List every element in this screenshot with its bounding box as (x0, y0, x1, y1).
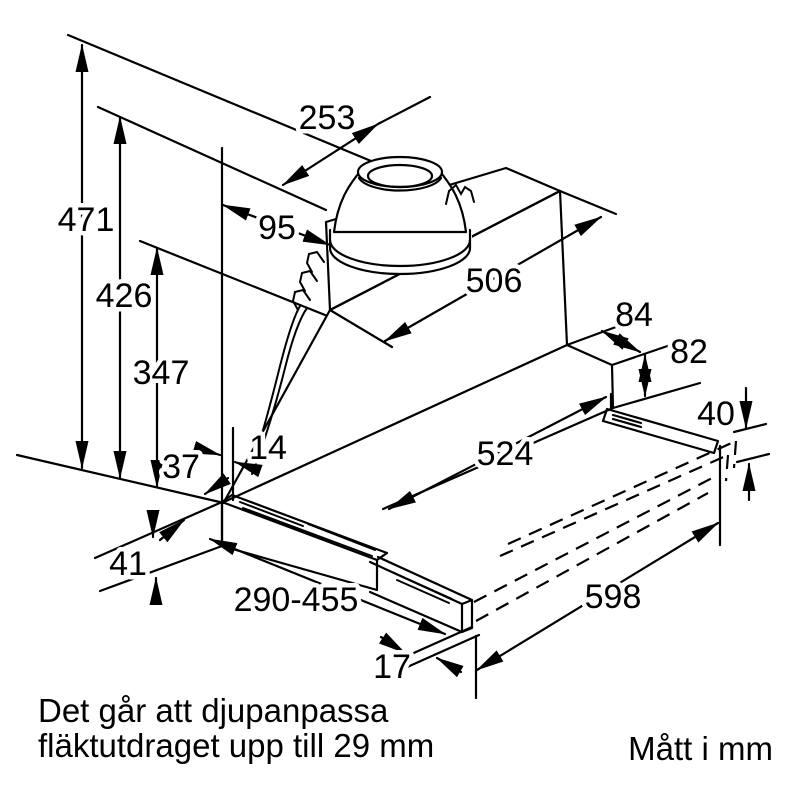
dim-506-line (383, 215, 603, 343)
dim-label-598: 598 (585, 578, 642, 616)
dim-17-arrow-upper (378, 632, 407, 655)
ext-line-body-bottom (15, 453, 226, 505)
dimension-lines (75, 43, 756, 678)
dim-290-455-line (208, 537, 447, 636)
clip-left-3 (291, 288, 311, 311)
cabinet-dashed-outline (473, 439, 738, 622)
dim-label-290-455: 290-455 (234, 581, 359, 619)
dim-label-84: 84 (615, 296, 653, 334)
dim-598-line (475, 521, 720, 672)
drawer-strip-end (376, 555, 474, 634)
cabinet-dash-right-end (724, 440, 738, 482)
cabinet-dash-top-back (507, 439, 737, 546)
clip-left-2 (298, 269, 318, 292)
dim-14-arrow-right (233, 460, 263, 478)
dim-84-line (600, 329, 642, 354)
cabinet-dash-top-front (499, 453, 729, 558)
drawer-bar-front (220, 500, 379, 592)
dim-95-line (221, 203, 332, 247)
hood-body (222, 166, 720, 511)
collar-base-fill (328, 226, 472, 275)
ext-line-width-right (558, 189, 618, 216)
dim-label-253: 253 (299, 99, 356, 137)
units-note: Mått i mm (628, 730, 773, 767)
dim-label-95: 95 (258, 209, 296, 247)
dim-37-arrow-lower (158, 518, 186, 543)
note-line-2: fläktutdraget upp till 29 mm (38, 727, 434, 764)
clip-spring-rod-inner (253, 305, 301, 461)
tick-rail-bottom (735, 452, 771, 464)
dim-label-524: 524 (477, 435, 534, 473)
ext-line-top-depth (376, 95, 432, 126)
duct-collar (328, 155, 472, 276)
dim-label-506: 506 (466, 262, 523, 300)
ext-line-front-lip-1 (396, 625, 474, 662)
ext-line-drawer-bottom (98, 544, 224, 593)
note-line-1: Det går att djupanpassa (38, 692, 389, 729)
dim-label-82: 82 (670, 333, 708, 371)
dim-14-arrow-left (192, 441, 222, 457)
dim-524-line (387, 395, 608, 511)
dim-label-426: 426 (96, 277, 153, 315)
tick-rail-top (732, 422, 768, 434)
notes: Det går att djupanpassa fläktutdraget up… (38, 692, 773, 767)
dim-label-471: 471 (58, 201, 115, 239)
clip-spring-rod-outer (251, 307, 308, 475)
clip-right (445, 183, 475, 205)
dim-253-line (281, 122, 380, 187)
dim-17-arrow-lower (435, 656, 464, 678)
dim-37-arrow-upper (203, 473, 231, 496)
clip-left-1 (305, 250, 325, 273)
mounting-clips (251, 183, 475, 475)
ext-line-front-lip-2 (403, 633, 481, 670)
ext-line-width-left (328, 308, 394, 349)
extension-lines (15, 33, 771, 700)
dimension-labels: 471 426 347 253 95 506 84 82 40 14 37 52… (53, 95, 739, 691)
dim-label-41: 41 (109, 545, 147, 583)
ext-line-step-bottom (611, 381, 702, 410)
dim-label-14: 14 (249, 429, 287, 467)
ext-line-step-top (610, 337, 690, 367)
dim-label-40: 40 (697, 395, 735, 433)
ext-line-clip-level (138, 239, 327, 317)
dim-label-347: 347 (133, 354, 190, 392)
dim-label-17: 17 (373, 648, 411, 686)
cabinet-dash-bottom-lower (475, 492, 709, 622)
dim-label-37: 37 (162, 448, 200, 486)
drawer-bar-groove (239, 501, 376, 557)
side-rail-slot (611, 413, 643, 429)
ext-line-box-top (96, 105, 328, 212)
step-edge (565, 343, 615, 410)
